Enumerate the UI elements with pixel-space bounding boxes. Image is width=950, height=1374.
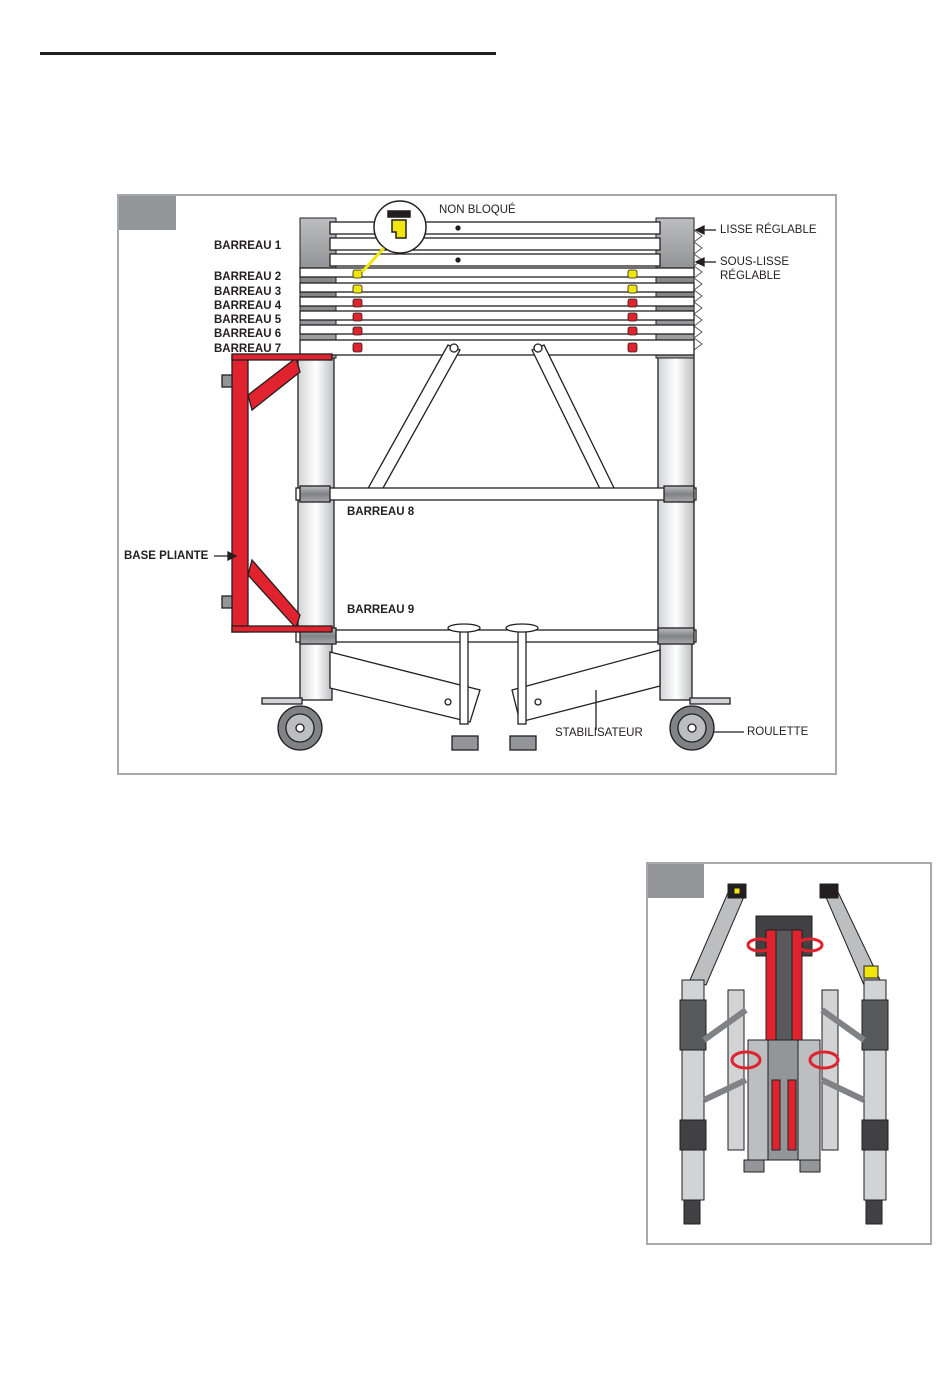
folded-scaffold-photo	[0, 0, 950, 1374]
